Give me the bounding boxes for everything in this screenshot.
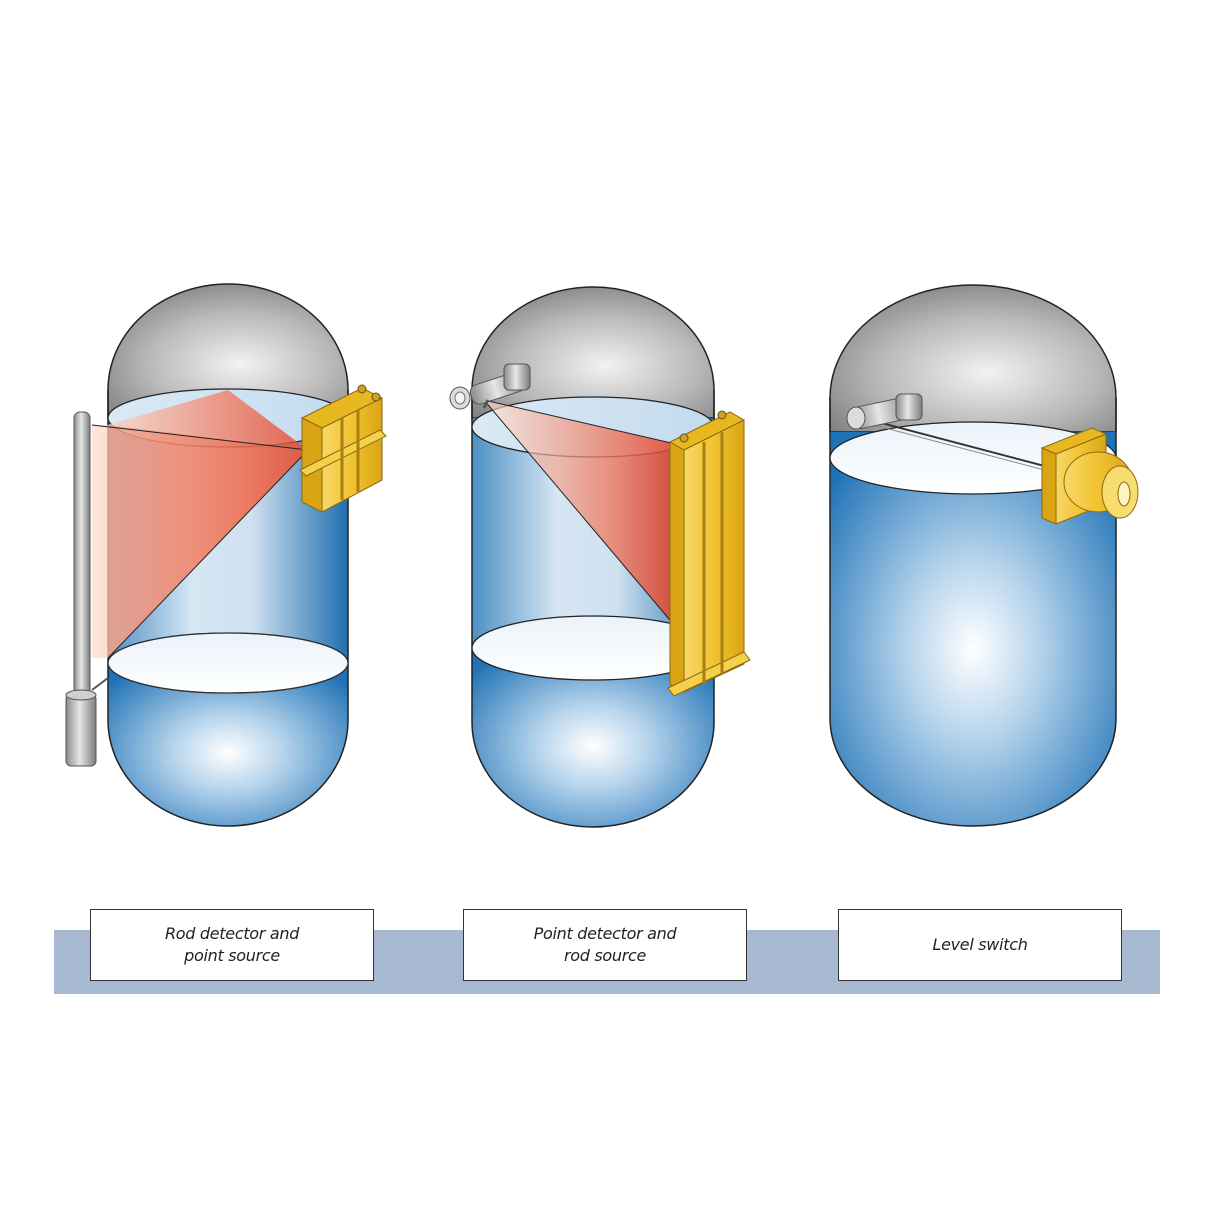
tank-liquid	[472, 648, 714, 827]
beam-edge	[483, 399, 681, 446]
caption-level-switch: Level switch	[932, 935, 1028, 954]
tank-level-switch	[829, 284, 1139, 827]
radiation-beam	[92, 390, 308, 658]
rod-bracket	[91, 677, 109, 691]
caption-box-level-switch: Level switch	[838, 909, 1122, 981]
beam-edge	[91, 424, 309, 451]
caption-point-detector: Point detector and rod source	[533, 924, 677, 965]
tank-outline	[829, 398, 1117, 827]
surface-rim	[107, 632, 349, 694]
tank-liquid	[830, 432, 1116, 826]
caption-rod-detector: Rod detector and point source	[164, 924, 300, 965]
point-detector	[449, 363, 531, 410]
point-source	[299, 384, 387, 513]
caption-box-point-detector: Point detector and rod source	[463, 909, 747, 981]
rod-detector	[73, 411, 91, 713]
tank-outline	[471, 390, 715, 828]
tank-point-detector	[449, 286, 751, 828]
radiation-beam-core	[108, 425, 308, 658]
tank-outline	[107, 390, 349, 827]
beam-edge	[483, 399, 681, 633]
tank-dome	[107, 283, 349, 419]
tank-rod-detector	[65, 283, 387, 827]
level-switch-source	[846, 393, 923, 430]
housing-cap	[65, 689, 97, 701]
level-switch-detector	[1040, 427, 1139, 525]
rod-source	[667, 410, 751, 697]
rod-detector-housing	[65, 693, 97, 767]
caption-box-rod-detector: Rod detector and point source	[90, 909, 374, 981]
tank-dome	[471, 286, 715, 419]
tank-liquid	[108, 663, 348, 826]
beam-edge	[107, 449, 309, 659]
